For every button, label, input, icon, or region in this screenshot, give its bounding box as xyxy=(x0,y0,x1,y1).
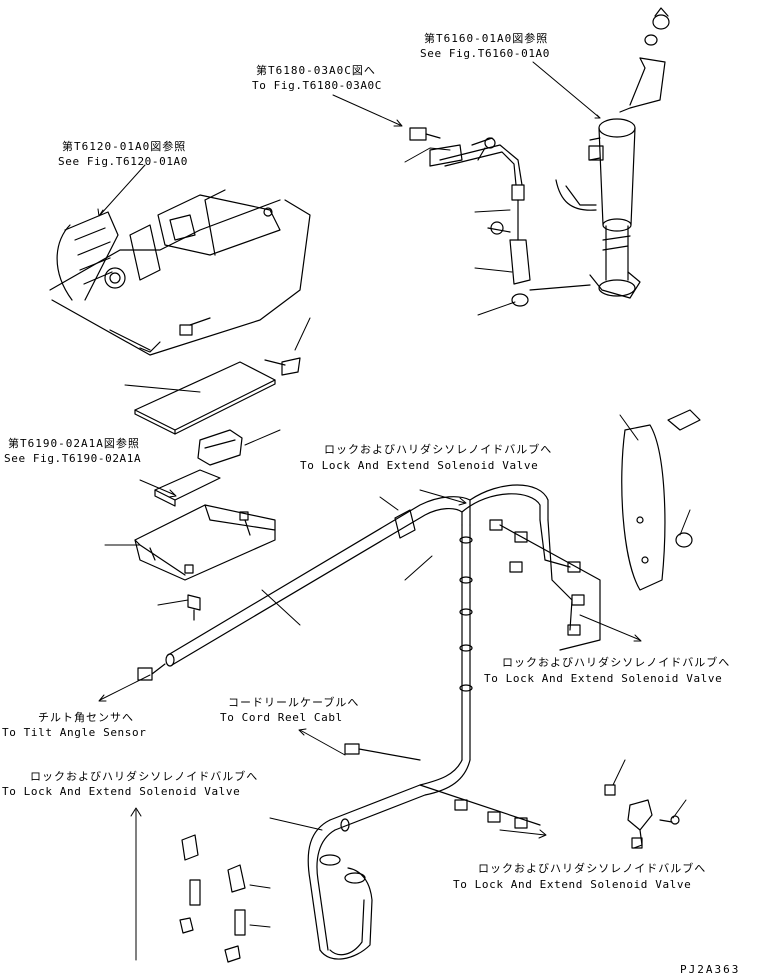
lock-extend-bottom-label-jp: ロックおよびハリダシソレノイドバルブへ xyxy=(478,862,707,875)
tilt-sensor-label-jp: チルト角センサへ xyxy=(38,711,134,724)
cylinder-post-assembly xyxy=(588,7,670,299)
fig-t6190-label-en: See Fig.T6190-02A1A xyxy=(4,452,142,465)
lock-extend-bottom-label-en: To Lock And Extend Solenoid Valve xyxy=(453,878,692,891)
cord-reel-label-jp: コードリールケーブルへ xyxy=(228,696,360,709)
controller-box-assembly xyxy=(134,429,276,621)
fig-t6180-label-en: To Fig.T6180-03A0C xyxy=(252,79,383,92)
fig-t6120-label-jp: 第T6120-01A0図参照 xyxy=(62,140,187,153)
fig-t6190-label-jp: 第T6190-02A1A図参照 xyxy=(8,437,140,450)
lock-extend-right-label-jp: ロックおよびハリダシソレノイドバルブへ xyxy=(502,656,731,669)
cord-reel-label-en: To Cord Reel Cabl xyxy=(220,711,343,724)
lock-extend-top-label-en: To Lock And Extend Solenoid Valve xyxy=(300,459,539,472)
lock-extend-top-label-jp: ロックおよびハリダシソレノイドバルブへ xyxy=(324,443,553,456)
side-cover-panel xyxy=(621,409,701,591)
fig-t6160-label-en: See Fig.T6160-01A0 xyxy=(420,47,551,60)
drawing-code: PJ2A363 xyxy=(680,963,741,976)
fig-t6120-label-en: See Fig.T6120-01A0 xyxy=(58,155,189,168)
lower-right-fittings xyxy=(604,784,680,849)
fig-t6180-label-jp: 第T6180-03A0C図へ xyxy=(256,64,376,77)
cover-plate xyxy=(134,357,301,435)
main-wire-harness xyxy=(137,484,601,960)
machine-body-assembly xyxy=(49,189,311,356)
fig-t6160-label-jp: 第T6160-01A0図参照 xyxy=(424,32,549,45)
leader-lines xyxy=(97,61,691,961)
lock-extend-left-label-en: To Lock And Extend Solenoid Valve xyxy=(2,785,241,798)
lock-extend-left-label-jp: ロックおよびハリダシソレノイドバルブへ xyxy=(30,770,259,783)
lock-extend-right-label-en: To Lock And Extend Solenoid Valve xyxy=(484,672,723,685)
tilt-sensor-label-en: To Tilt Angle Sensor xyxy=(2,726,147,739)
lower-left-clips xyxy=(179,834,246,963)
pipe-routing-top xyxy=(409,127,597,307)
